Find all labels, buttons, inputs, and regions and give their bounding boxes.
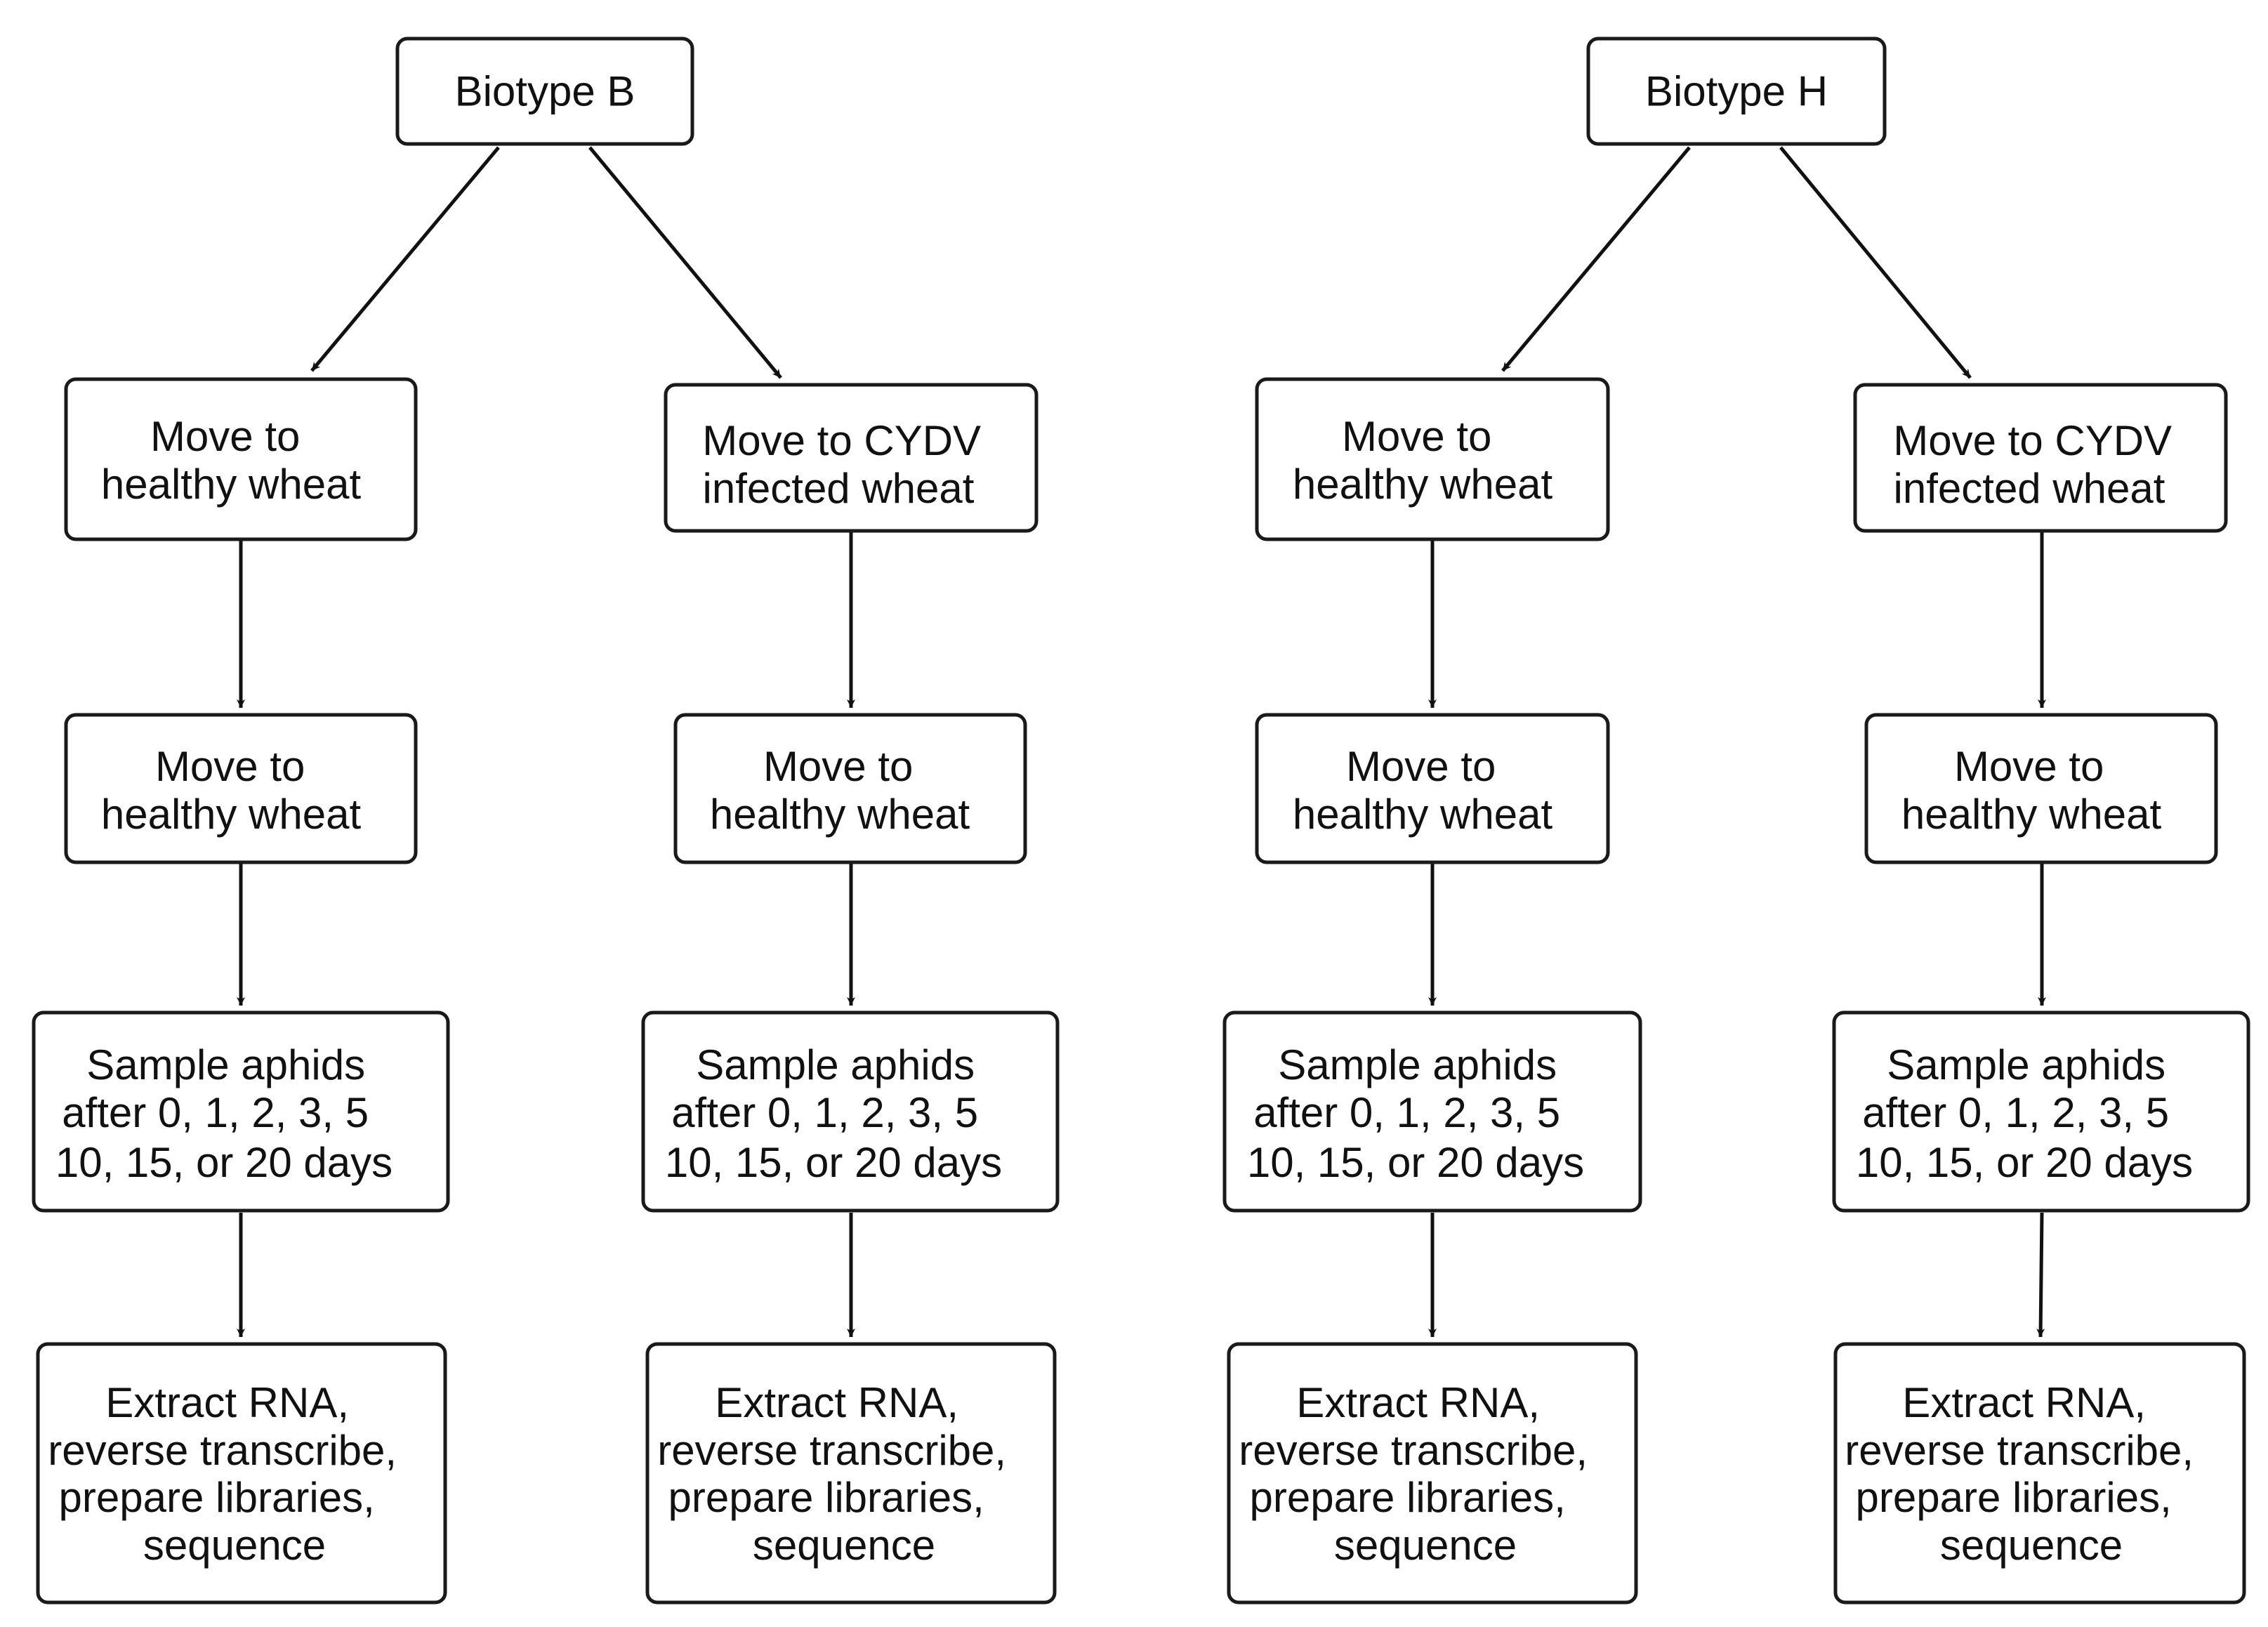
node-h-cydv-sample: Sample aphids after 0, 1, 2, 3, 5 10, 15… — [1832, 1010, 2250, 1213]
flow-arrows — [237, 146, 2046, 1338]
node-biotype-b-label: Biotype B — [455, 68, 635, 115]
node-h-cydv-extract: Extract RNA, reverse transcribe, prepare… — [1833, 1342, 2246, 1605]
node-label: Sample aphids after 0, 1, 2, 3, 5 10, 15… — [1856, 1041, 2193, 1186]
node-h-cydv-step1: Move to CYDV infected wheat — [1853, 383, 2228, 533]
node-h-healthy-step2: Move to healthy wheat — [1255, 713, 1610, 864]
node-label: Move to CYDV infected wheat — [702, 417, 992, 512]
node-label: Move to healthy wheat — [1293, 743, 1553, 838]
node-b-healthy-sample: Sample aphids after 0, 1, 2, 3, 5 10, 15… — [32, 1010, 450, 1213]
node-h-healthy-sample: Sample aphids after 0, 1, 2, 3, 5 10, 15… — [1222, 1010, 1642, 1213]
node-label: Move to healthy wheat — [101, 413, 362, 508]
node-biotype-h-label: Biotype H — [1645, 68, 1828, 115]
arrow-biotype-h-to-cydv — [1779, 146, 1972, 379]
node-h-healthy-step1: Move to healthy wheat — [1255, 377, 1610, 541]
node-label: Extract RNA, reverse transcribe, prepare… — [48, 1379, 409, 1569]
node-b-healthy-step2: Move to healthy wheat — [64, 713, 418, 864]
arrow-h-cydv-sample-to-extract — [2036, 1212, 2045, 1338]
arrow-biotype-h-to-healthy — [1501, 146, 1691, 372]
node-label: Move to CYDV infected wheat — [1893, 417, 2183, 512]
node-label: Move to healthy wheat — [1293, 413, 1553, 508]
node-biotype-b: Biotype B — [395, 37, 694, 146]
node-label: Extract RNA, reverse transcribe, prepare… — [657, 1379, 1018, 1569]
node-label: Move to healthy wheat — [101, 743, 362, 838]
arrow-biotype-b-to-cydv — [588, 146, 782, 379]
node-b-healthy-extract: Extract RNA, reverse transcribe, prepare… — [36, 1342, 447, 1605]
node-b-cydv-extract: Extract RNA, reverse transcribe, prepare… — [645, 1342, 1057, 1605]
node-label: Extract RNA, reverse transcribe, prepare… — [1845, 1379, 2206, 1569]
node-label: Move to healthy wheat — [1901, 743, 2162, 838]
arrow-biotype-b-to-healthy — [310, 146, 500, 372]
node-biotype-h: Biotype H — [1586, 37, 1887, 146]
node-label: Sample aphids after 0, 1, 2, 3, 5 10, 15… — [1247, 1041, 1584, 1186]
node-b-cydv-sample: Sample aphids after 0, 1, 2, 3, 5 10, 15… — [641, 1010, 1060, 1213]
node-b-healthy-step1: Move to healthy wheat — [64, 377, 418, 541]
node-h-healthy-extract: Extract RNA, reverse transcribe, prepare… — [1227, 1342, 1638, 1605]
node-label: Move to healthy wheat — [710, 743, 970, 838]
node-h-cydv-step2: Move to healthy wheat — [1864, 713, 2218, 864]
node-b-cydv-step2: Move to healthy wheat — [673, 713, 1027, 864]
node-label: Extract RNA, reverse transcribe, prepare… — [1239, 1379, 1600, 1569]
node-label: Sample aphids after 0, 1, 2, 3, 5 10, 15… — [665, 1041, 1002, 1186]
node-b-cydv-step1: Move to CYDV infected wheat — [664, 383, 1039, 533]
node-label: Sample aphids after 0, 1, 2, 3, 5 10, 15… — [55, 1041, 393, 1186]
